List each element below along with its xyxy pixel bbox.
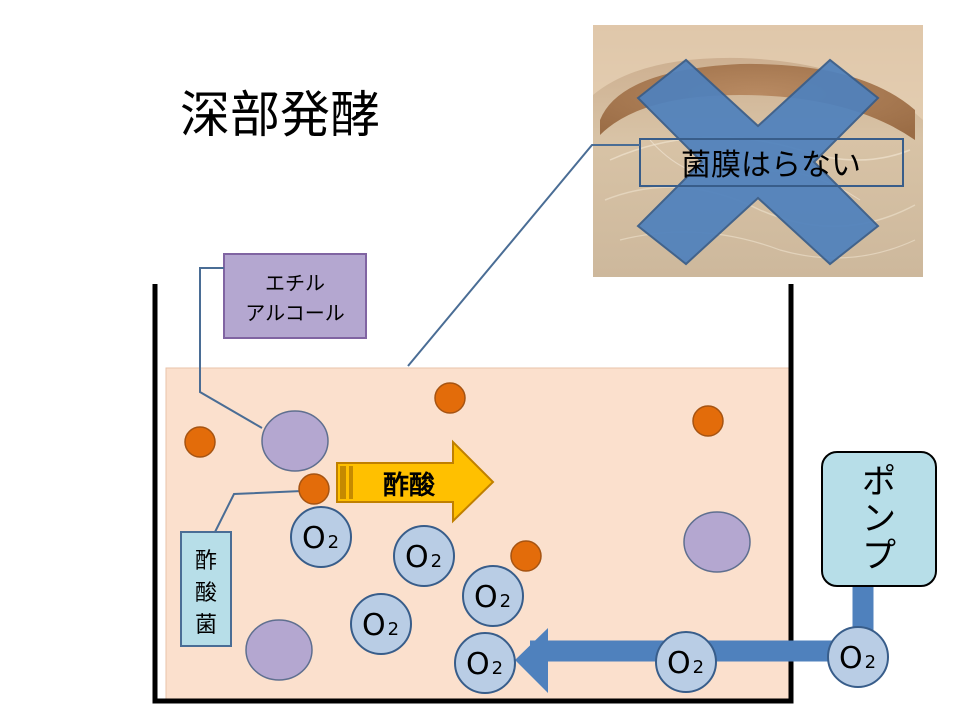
- acetobacter-label-box: [180, 531, 232, 647]
- oxygen-subscript: 2: [328, 532, 339, 553]
- acetobacter-label-char: 酸: [195, 581, 217, 606]
- photo-caption: 菌膜はらない: [681, 148, 861, 183]
- oxygen-subscript: 2: [865, 652, 876, 673]
- cross-mark-icon: [636, 58, 880, 266]
- pump-label-char: ン: [862, 499, 896, 539]
- acetobacter-cell: [510, 540, 542, 572]
- photo-callout-line: [407, 144, 640, 367]
- ethanol-molecule: [683, 511, 751, 573]
- oxygen-subscript: 2: [693, 657, 704, 678]
- oxygen-subscript: 2: [500, 591, 511, 612]
- acetobacter-cell: [298, 473, 330, 505]
- oxygen-subscript: 2: [431, 551, 442, 572]
- acetobacter-cell: [692, 405, 724, 437]
- ethyl-alcohol-label-line: アルコール: [245, 301, 344, 325]
- acetic-acid-arrow-icon: [336, 439, 495, 524]
- acetobacter-cell: [184, 426, 216, 458]
- acetobacter-label-char: 菌: [195, 613, 217, 638]
- ethanol-molecule: [261, 410, 329, 472]
- pump-box: [821, 451, 937, 587]
- pump-label-char: ポ: [862, 462, 896, 502]
- ethyl-alcohol-label-line: エチル: [265, 271, 325, 295]
- ethyl-alcohol-callout-line: [199, 267, 263, 429]
- oxygen-subscript: 2: [492, 658, 503, 679]
- ethanol-molecule: [245, 619, 313, 681]
- ethyl-alcohol-label-box: [223, 253, 367, 339]
- acetobacter-callout-line: [214, 490, 303, 533]
- oxygen-subscript: 2: [388, 619, 399, 640]
- acetobacter-label-char: 酢: [195, 549, 217, 574]
- acetic-acid-label: 酢酸: [383, 471, 436, 501]
- tank-wall: [152, 284, 794, 704]
- page-title: 深部発酵: [180, 86, 380, 144]
- pump-label-char: プ: [862, 536, 896, 576]
- oxygen-flow-arrow-icon: [515, 628, 548, 693]
- acetobacter-cell: [434, 382, 466, 414]
